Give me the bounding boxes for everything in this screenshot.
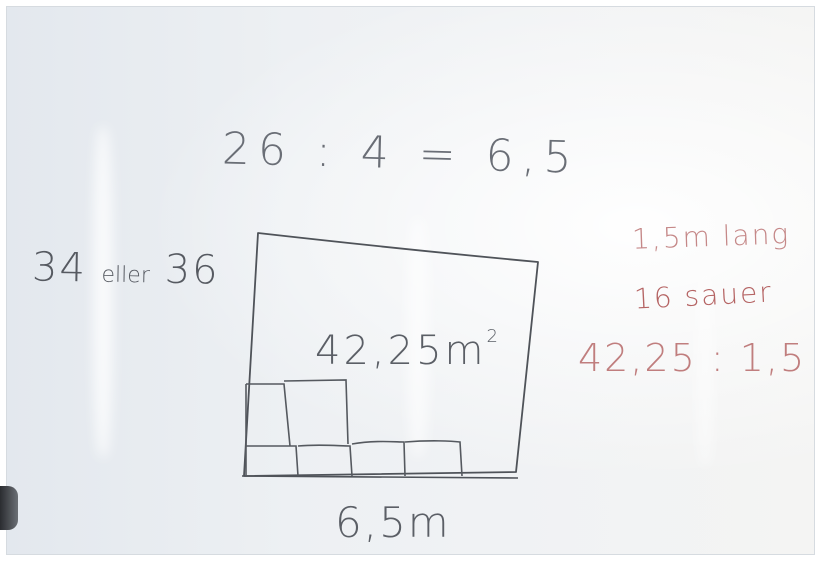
tile-square xyxy=(351,440,406,477)
sheep-length-note: 1,5m lang xyxy=(631,217,791,256)
marker-object xyxy=(0,486,18,530)
tile-square xyxy=(246,445,299,477)
note-number-2: 36 xyxy=(164,246,220,294)
seat-count-note: 34 eller 36 xyxy=(32,244,220,293)
light-reflection xyxy=(407,217,429,457)
area-exponent: 2 xyxy=(486,326,501,347)
light-reflection xyxy=(93,127,113,457)
whiteboard xyxy=(6,6,815,555)
light-reflection xyxy=(697,267,713,467)
area-label: 42,25m2 xyxy=(315,326,501,374)
field-base-line xyxy=(241,475,519,479)
note-word: eller xyxy=(101,262,151,289)
tile-square xyxy=(404,440,463,477)
division-expression: 42,25 : 1,5 = xyxy=(578,336,819,380)
tile-square xyxy=(297,444,353,477)
division-equation: 26 : 4 = 6,5 xyxy=(221,123,581,184)
area-value: 42,25m xyxy=(315,328,487,374)
note-number: 34 xyxy=(31,244,88,292)
width-label: 6,5m xyxy=(335,498,451,547)
tile-square xyxy=(246,383,291,447)
sheep-division-equation: 42,25 : 1,5 = 28 xyxy=(578,336,819,380)
field-outline xyxy=(243,232,539,477)
tile-square xyxy=(283,379,349,445)
